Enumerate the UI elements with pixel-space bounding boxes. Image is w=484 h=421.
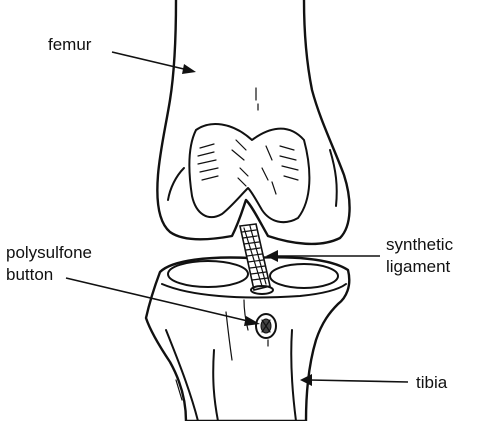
label-ligament: ligament (386, 257, 451, 276)
label-polysulfone: polysulfone (6, 243, 92, 262)
label-tibia-group: tibia (300, 373, 448, 392)
leader-tibia (310, 380, 408, 382)
tibia-bone (146, 257, 349, 421)
label-synthetic: synthetic (386, 235, 454, 254)
femur-bone (157, 0, 349, 244)
label-button: button (6, 265, 53, 284)
label-tibia: tibia (416, 373, 448, 392)
label-femur: femur (48, 35, 92, 54)
